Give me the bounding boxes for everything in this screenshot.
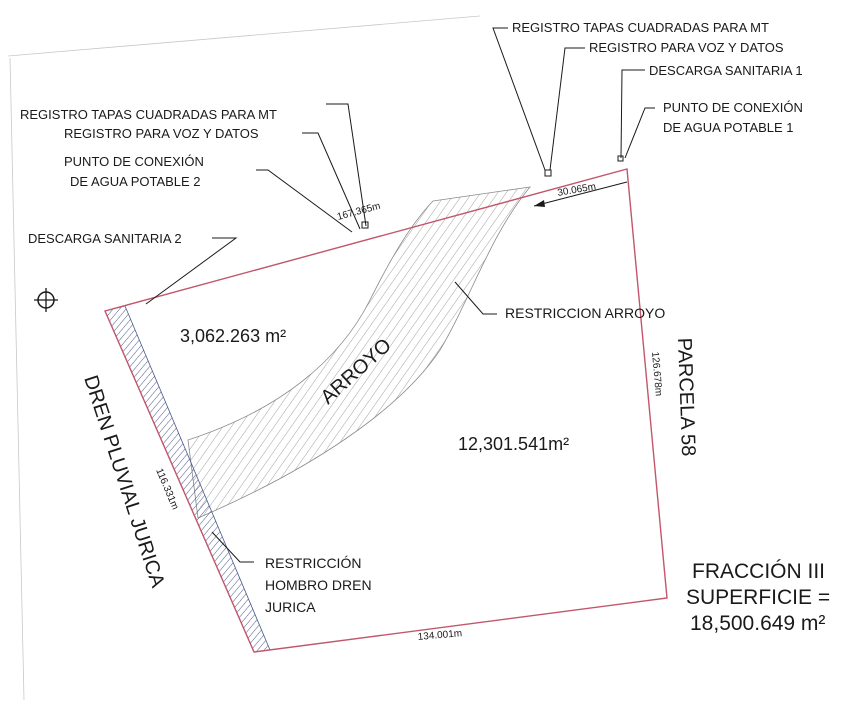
arroyo-restriction-area [187, 186, 531, 519]
annotation-descarga-2: DESCARGA SANITARIA 2 [28, 231, 182, 246]
leader-registro-voz-2 [302, 132, 361, 230]
parcel-boundary [104, 168, 668, 653]
leader-agua-2 [256, 169, 353, 233]
dimension-bottom: 134.001m [417, 628, 462, 643]
area-small: 3,062.263 m² [180, 326, 286, 346]
annotation-restriccion-dren-line2: HOMBRO DREN [265, 577, 372, 593]
annotation-agua-1-line1: PUNTO DE CONEXIÓN [663, 100, 803, 115]
leader-descarga-1 [620, 69, 645, 159]
annotation-agua-1-line2: DE AGUA POTABLE 1 [663, 120, 794, 135]
annotation-registro-mt-1: REGISTRO TAPAS CUADRADAS PARA MT [512, 20, 769, 35]
summary-fraccion: FRACCIÓN III [692, 560, 825, 583]
registro-marker-1 [544, 169, 552, 177]
frame-left-line [9, 57, 25, 701]
annotation-restriccion-arroyo: RESTRICCION ARROYO [505, 305, 665, 321]
registro-marker-2 [361, 221, 369, 229]
crosshair-circle-icon [34, 288, 58, 312]
leader-restriccion-dren [211, 531, 254, 563]
area-large: 12,301.541m² [458, 434, 569, 454]
summary-superficie: SUPERFICIE = [686, 586, 830, 609]
dim-arrowhead [534, 200, 545, 207]
frame-top-line [7, 15, 481, 57]
dimension-right: 126.678m [649, 351, 664, 396]
annotation-restriccion-dren-line1: RESTRICCIÓN [265, 555, 361, 571]
leader-restriccion-arroyo [454, 281, 497, 315]
annotation-agua-2-line2: DE AGUA POTABLE 2 [70, 174, 201, 189]
leader-descarga-2 [145, 237, 238, 305]
annotation-registro-voz-2: REGISTRO PARA VOZ Y DATOS [64, 126, 259, 141]
leader-registro-voz-1 [549, 47, 585, 171]
annotation-restriccion-dren-line3: JURICA [265, 599, 316, 615]
annotation-agua-2-line1: PUNTO DE CONEXIÓN [64, 154, 204, 169]
summary-total-area: 18,500.649 m² [690, 612, 825, 635]
leader-agua-1 [624, 107, 655, 159]
annotation-descarga-1: DESCARGA SANITARIA 1 [649, 63, 803, 78]
dim-arrow-top-right [533, 181, 628, 207]
dimension-top-left: 167.365m [336, 201, 382, 223]
label-parcela: PARCELA 58 [673, 337, 699, 456]
annotation-registro-mt-2: REGISTRO TAPAS CUADRADAS PARA MT [20, 107, 277, 122]
leader-registro-mt-1 [492, 27, 546, 171]
annotation-registro-voz-1: REGISTRO PARA VOZ Y DATOS [589, 40, 784, 55]
descarga-marker-1 [617, 155, 624, 162]
leader-registro-mt-2 [326, 103, 367, 227]
dimension-top-right: 30.065m [557, 181, 597, 199]
